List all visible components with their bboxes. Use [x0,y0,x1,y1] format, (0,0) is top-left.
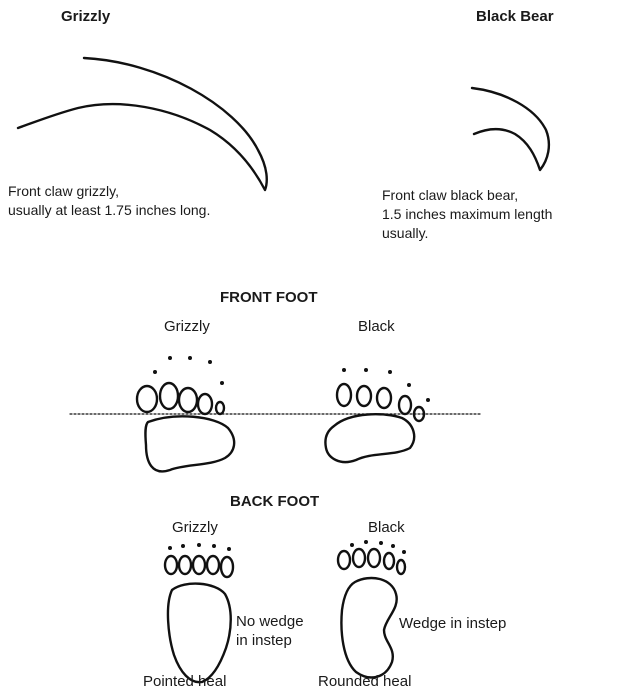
toe-pad [179,556,191,574]
black-instep-note: Wedge in instep [399,615,506,633]
foot-pad [325,414,414,462]
toe-pad [357,386,371,406]
toe-pad [216,402,224,414]
toe-pad [377,388,391,408]
black-bear-claw-caption: Front claw black bear, 1.5 inches maximu… [382,186,552,243]
claw-mark [379,541,383,545]
claw-mark [220,381,224,385]
back-foot-black-label: Black [368,519,405,537]
toe-pad [137,386,157,412]
caption-line: usually at least 1.75 inches long. [8,201,210,220]
toe-pad [221,557,233,577]
back-foot-heading: BACK FOOT [230,493,319,511]
caption-line: 1.5 inches maximum length [382,205,552,224]
foot-pad [145,416,234,471]
toe-pad [399,396,411,414]
black-front-foot-print [325,368,430,462]
claw-mark [188,356,192,360]
toe-pad [338,551,350,569]
claw-mark [342,368,346,372]
claw-mark [388,370,392,374]
caption-line: usually. [382,224,552,243]
toe-pad [160,383,178,409]
caption-line: Front claw grizzly, [8,182,210,201]
claw-mark [402,550,406,554]
toe-pad [337,384,351,406]
caption-line: Front claw black bear, [382,186,552,205]
grizzly-heel-caption: Pointed heal [143,673,226,691]
claw-mark [208,360,212,364]
claw-mark [181,544,185,548]
back-foot-grizzly-label: Grizzly [172,519,218,537]
toe-pad [397,560,405,574]
claw-mark [391,544,395,548]
heel-pad [341,578,396,677]
claw-mark [168,356,172,360]
grizzly-claw-title: Grizzly [61,8,110,26]
claw-mark [197,543,201,547]
grizzly-back-foot-print [165,543,233,682]
front-foot-black-label: Black [358,318,395,336]
heel-pad [168,584,231,683]
claw-mark [212,544,216,548]
claw-mark [227,547,231,551]
claw-mark [350,543,354,547]
black-heel-caption: Rounded heal [318,673,411,691]
toe-pad [165,556,177,574]
front-foot-heading: FRONT FOOT [220,289,318,307]
toe-pad [198,394,212,414]
claw-mark [153,370,157,374]
black-bear-claw-drawing [472,88,549,170]
claw-mark [407,383,411,387]
toe-pad [353,549,365,567]
grizzly-claw-caption: Front claw grizzly, usually at least 1.7… [8,182,210,220]
toe-pad [193,556,205,574]
toe-pad [179,388,197,412]
claw-mark [168,546,172,550]
claw-mark [426,398,430,402]
grizzly-instep-note-line-2: in instep [236,632,292,650]
claw-mark [364,368,368,372]
grizzly-claw-drawing [18,58,267,190]
toe-pad [368,549,380,567]
toe-pad [207,556,219,574]
front-foot-grizzly-label: Grizzly [164,318,210,336]
black-bear-claw-title: Black Bear [476,8,554,26]
grizzly-instep-note-line-1: No wedge [236,613,304,631]
claw-mark [364,540,368,544]
black-back-foot-print [338,540,406,677]
toe-pad [384,553,394,569]
